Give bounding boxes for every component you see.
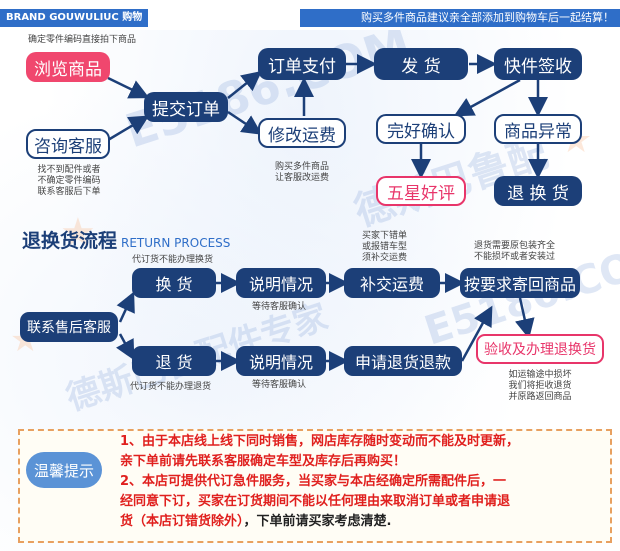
request-return-node: 按要求寄回商品 xyxy=(460,268,580,298)
inspect-note: 如运输途中损坏 我们将拒收退货 并原路返回商品 xyxy=(508,370,572,402)
five-star-node: 五星好评 xyxy=(376,176,466,206)
abnormal-node: 商品异常 xyxy=(494,114,582,144)
after-sale-node: 联系售后客服 xyxy=(20,312,118,342)
return-exchange-node: 退 换 货 xyxy=(494,176,582,206)
consult-note: 找不到配件或者 不确定零件编码 联系客服后下单 xyxy=(37,165,101,197)
exchange-node: 换 货 xyxy=(132,268,216,298)
pay-ship-note: 买家下错单 或报错车型 须补交运费 xyxy=(362,231,408,263)
modify-fee-node: 修改运费 xyxy=(258,118,346,148)
explain-note-2: 等待客服确认 xyxy=(252,380,307,390)
pay-node: 订单支付 xyxy=(258,48,346,80)
explain-node-1: 说明情况 xyxy=(236,268,326,298)
apply-refund-node: 申请退货退款 xyxy=(344,346,462,376)
notice-label: 温馨提示 xyxy=(26,452,102,488)
return-note: 代订货不能办理退货 xyxy=(130,382,212,392)
submit-order-node: 提交订单 xyxy=(144,92,228,122)
inspect-node: 验收及办理退换货 xyxy=(476,334,604,364)
notice-box xyxy=(18,429,612,543)
pay-ship-node: 补交运费 xyxy=(344,268,440,298)
star-icon: ★ xyxy=(60,210,96,256)
consult-node: 咨询客服 xyxy=(26,129,110,159)
sign-node: 快件签收 xyxy=(494,48,582,80)
brand-bar: BRAND GOUWULIUC 购物流程 xyxy=(0,9,148,41)
browse-node: 浏览商品 xyxy=(26,52,110,82)
top-note: 确定零件编码直接拍下商品 xyxy=(28,35,137,45)
request-return-note: 退货需要原包装齐全 不能损坏或者安装过 xyxy=(474,241,556,262)
notice-text: 1、由于本店线上线下同时销售，网店库存随时变动而不能及时更新， 亲下单前请先联系… xyxy=(120,434,520,529)
ship-node: 发 货 xyxy=(374,48,468,80)
return-node: 退 货 xyxy=(132,346,216,376)
explain-node-2: 说明情况 xyxy=(236,346,326,376)
exchange-note: 代订货不能办理换货 xyxy=(132,255,214,265)
header-note: 购买多件商品建议亲全部添加到购物车后一起结算！ xyxy=(300,9,620,27)
confirm-node: 完好确认 xyxy=(376,114,466,144)
explain-note-1: 等待客服确认 xyxy=(252,302,307,312)
modify-note: 购买多件商品 让客服改运费 xyxy=(274,162,329,183)
